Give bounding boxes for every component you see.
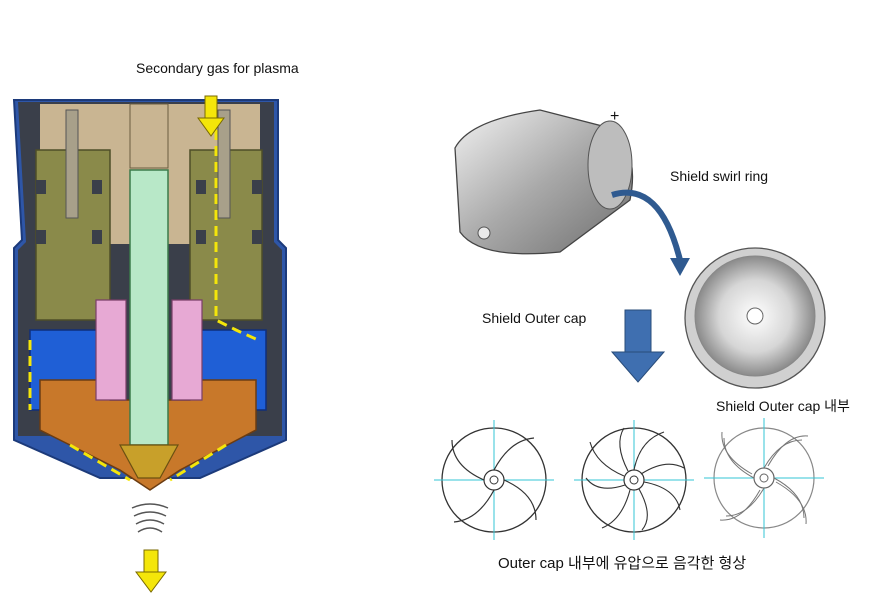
- gas-inlet-arrow: [197, 95, 225, 137]
- outer-cap-caption: Outer cap 내부에 유압으로 음각한 형상: [498, 555, 747, 572]
- engraved-pattern-3: [704, 418, 824, 538]
- engraved-pattern-1: [434, 420, 554, 540]
- electrode: [129, 169, 169, 446]
- secondary-gas-label: Secondary gas for plasma: [136, 60, 299, 76]
- shield-outer-cap: [454, 109, 634, 255]
- shield-outer-cap-inner-label: Shield Outer cap 내부: [716, 398, 850, 414]
- threaded-rod-left: [65, 109, 79, 219]
- flow-curve-arrow: [611, 189, 690, 276]
- olive-body-right: [189, 149, 263, 321]
- nozzle-tip: [118, 444, 180, 479]
- engraved-pattern-2: [574, 420, 694, 540]
- swirl-ring-left: [95, 299, 127, 401]
- shield-outer-cap-label: Shield Outer cap: [482, 310, 587, 326]
- plasma-waves: [131, 503, 169, 533]
- threaded-rod-right: [217, 109, 231, 219]
- swirl-ring-right: [171, 299, 203, 401]
- gas-path: [28, 130, 259, 482]
- shield-outer-cap-inner: [684, 247, 826, 389]
- plasma-outlet-arrow: [135, 549, 167, 593]
- shield-swirl-ring-label: Shield swirl ring: [670, 168, 769, 184]
- down-arrow: [610, 309, 666, 383]
- plus-mark: +: [610, 108, 620, 125]
- electrode-holder: [129, 103, 169, 169]
